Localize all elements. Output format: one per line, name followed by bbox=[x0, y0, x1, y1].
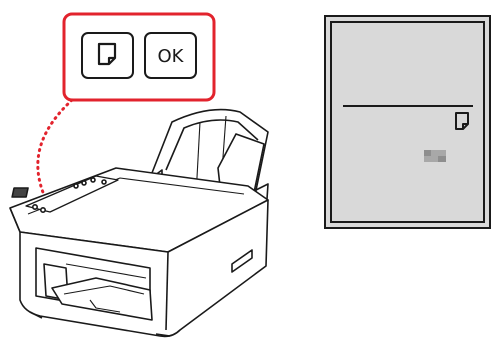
lcd-paper-icon bbox=[455, 112, 469, 130]
button-callout: OK bbox=[62, 12, 216, 102]
ok-button[interactable]: OK bbox=[144, 32, 197, 79]
paper-select-button[interactable] bbox=[81, 32, 134, 79]
ok-button-label: OK bbox=[158, 46, 185, 67]
callout-leader-line bbox=[36, 98, 74, 197]
paper-icon bbox=[97, 42, 117, 66]
lcd-display bbox=[324, 15, 491, 229]
printer bbox=[9, 108, 269, 338]
panel-lcd bbox=[11, 187, 29, 198]
output-tray bbox=[51, 277, 153, 321]
